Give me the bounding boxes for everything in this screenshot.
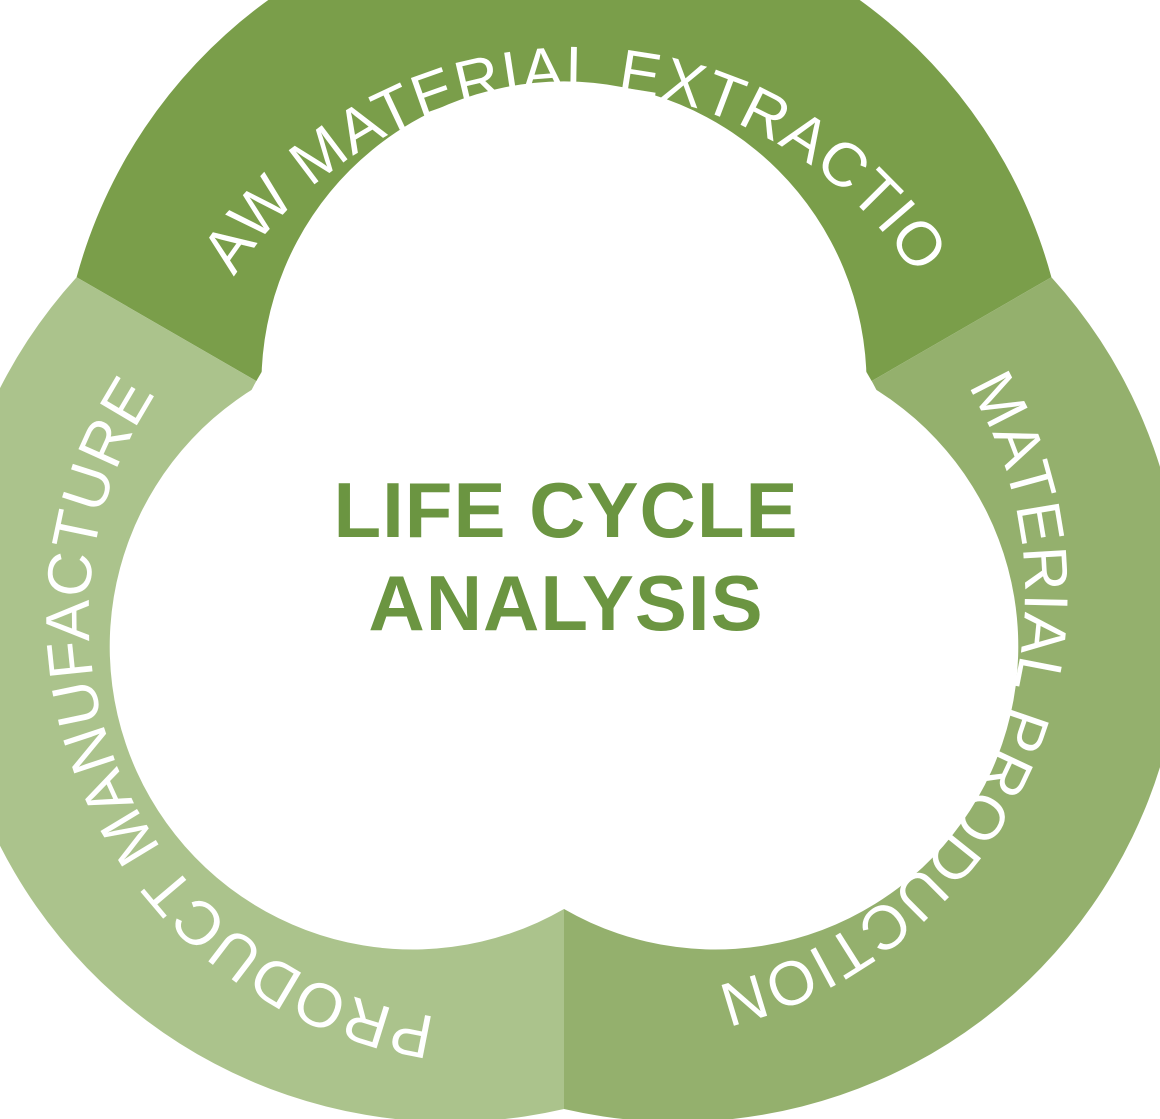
center-title-line-1: LIFE CYCLE xyxy=(333,466,798,554)
ring-segment-raw-material-extraction xyxy=(76,0,1052,384)
ring-segment-product-manufacture xyxy=(0,277,564,1119)
ring-segment-material-production xyxy=(564,277,1160,1119)
center-title-line-2: ANALYSIS xyxy=(368,559,763,647)
center-circle xyxy=(212,200,916,904)
